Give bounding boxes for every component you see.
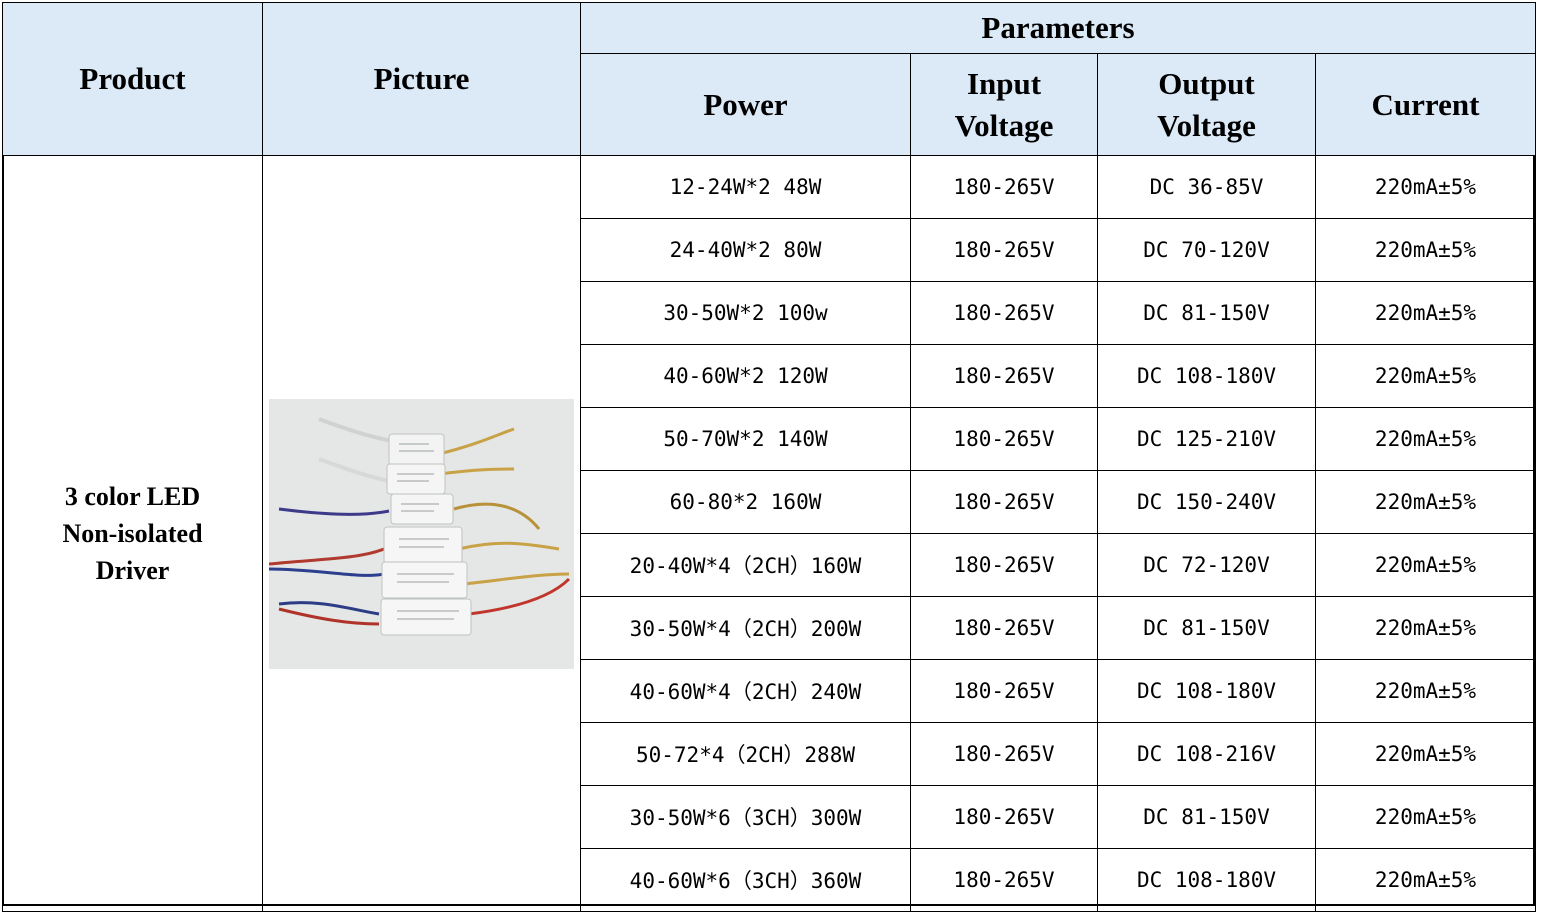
- input-voltage-cell: 180-265V: [910, 470, 1098, 534]
- header-output-voltage: Output Voltage: [1097, 53, 1316, 156]
- header-picture: Picture: [262, 2, 581, 156]
- power-cell: 60-80*2 160W: [580, 470, 911, 534]
- output-voltage-cell: DC 81-150V: [1097, 281, 1316, 345]
- product-name-line2: Non-isolated: [62, 519, 203, 548]
- power-cell: 40-60W*4（2CH）240W: [580, 659, 911, 723]
- product-name-cell: 3 color LED Non-isolated Driver: [2, 155, 263, 912]
- current-cell: 220mA±5%: [1315, 281, 1536, 345]
- header-current: Current: [1315, 53, 1536, 156]
- power-cell: 30-50W*4（2CH）200W: [580, 596, 911, 660]
- current-cell: 220mA±5%: [1315, 533, 1536, 597]
- power-cell: 30-50W*6（3CH）300W: [580, 785, 911, 849]
- output-voltage-cell: DC 70-120V: [1097, 218, 1316, 282]
- current-cell: 220mA±5%: [1315, 659, 1536, 723]
- output-voltage-cell: DC 81-150V: [1097, 596, 1316, 660]
- input-voltage-cell: 180-265V: [910, 218, 1098, 282]
- current-cell: 220mA±5%: [1315, 722, 1536, 786]
- input-voltage-cell: 180-265V: [910, 155, 1098, 219]
- header-input-voltage-line1: Input: [966, 65, 1042, 101]
- output-voltage-cell: DC 108-180V: [1097, 659, 1316, 723]
- power-cell: 30-50W*2 100w: [580, 281, 911, 345]
- product-name-line3: Driver: [95, 556, 170, 585]
- current-cell: 220mA±5%: [1315, 344, 1536, 408]
- output-voltage-cell: DC 108-180V: [1097, 344, 1316, 408]
- power-cell: 40-60W*2 120W: [580, 344, 911, 408]
- power-cell: 50-70W*2 140W: [580, 407, 911, 471]
- product-name-line1: 3 color LED: [64, 482, 201, 511]
- input-voltage-cell: 180-265V: [910, 722, 1098, 786]
- input-voltage-cell: 180-265V: [910, 596, 1098, 660]
- input-voltage-cell: 180-265V: [910, 344, 1098, 408]
- current-cell: 220mA±5%: [1315, 218, 1536, 282]
- header-output-voltage-line2: Voltage: [1157, 107, 1256, 143]
- current-cell: 220mA±5%: [1315, 407, 1536, 471]
- output-voltage-cell: DC 36-85V: [1097, 155, 1316, 219]
- input-voltage-cell: 180-265V: [910, 659, 1098, 723]
- current-cell: 220mA±5%: [1315, 785, 1536, 849]
- power-cell: 24-40W*2 80W: [580, 218, 911, 282]
- picture-cell: [262, 155, 581, 912]
- current-cell: 220mA±5%: [1315, 155, 1536, 219]
- input-voltage-cell: 180-265V: [910, 785, 1098, 849]
- input-voltage-cell: 180-265V: [910, 407, 1098, 471]
- power-cell: 20-40W*4（2CH）160W: [580, 533, 911, 597]
- output-voltage-cell: DC 150-240V: [1097, 470, 1316, 534]
- output-voltage-cell: DC 125-210V: [1097, 407, 1316, 471]
- header-input-voltage: Input Voltage: [910, 53, 1098, 156]
- power-cell: 40-60W*6（3CH）360W: [580, 848, 911, 912]
- input-voltage-cell: 180-265V: [910, 281, 1098, 345]
- current-cell: 220mA±5%: [1315, 848, 1536, 912]
- header-input-voltage-line2: Voltage: [954, 107, 1054, 143]
- table-row: 3 color LED Non-isolated Driver 12-24W*2…: [2, 155, 1536, 912]
- output-voltage-cell: DC 108-216V: [1097, 722, 1316, 786]
- power-cell: 50-72*4（2CH）288W: [580, 722, 911, 786]
- output-voltage-cell: DC 81-150V: [1097, 785, 1316, 849]
- current-cell: 220mA±5%: [1315, 596, 1536, 660]
- input-voltage-cell: 180-265V: [910, 848, 1098, 912]
- output-voltage-cell: DC 108-180V: [1097, 848, 1316, 912]
- power-cell: 12-24W*2 48W: [580, 155, 911, 219]
- led-driver-photo-icon: [269, 398, 574, 669]
- header-output-voltage-line1: Output: [1158, 65, 1255, 101]
- header-parameters: Parameters: [580, 2, 1536, 54]
- header-power: Power: [580, 53, 911, 156]
- current-cell: 220mA±5%: [1315, 470, 1536, 534]
- output-voltage-cell: DC 72-120V: [1097, 533, 1316, 597]
- header-product: Product: [2, 2, 263, 156]
- input-voltage-cell: 180-265V: [910, 533, 1098, 597]
